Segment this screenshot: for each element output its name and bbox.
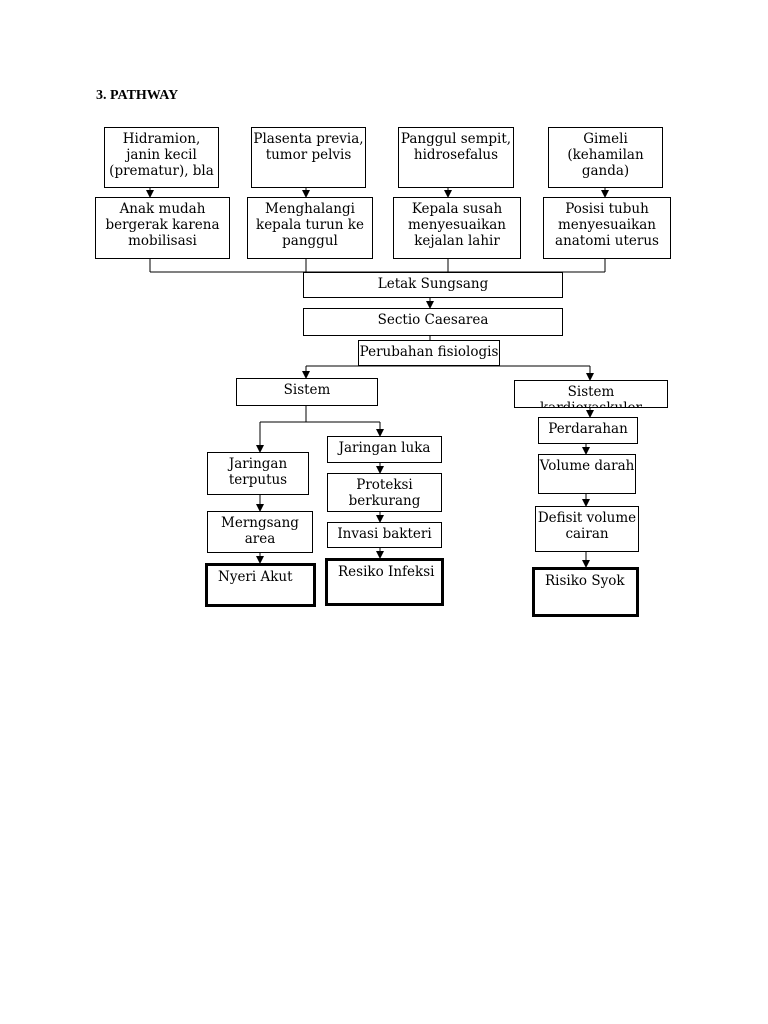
jaringan-terputus-box: Jaringan terputus [207,452,309,495]
effect-box-menghalangi-kepala: Menghalangi kepala turun ke panggul [247,197,373,259]
page-title: 3. PATHWAY [96,88,179,103]
risiko-syok-box: Risiko Syok [532,567,639,617]
perdarahan-box: Perdarahan [538,417,638,444]
defisit-volume-box: Defisit volume cairan [535,506,639,552]
effect-box-posisi-tubuh: Posisi tubuh menyesuaikan anatomi uterus [543,197,671,259]
letak-sungsang-box: Letak Sungsang [303,272,563,298]
perubahan-box: Perubahan fisiologis [358,340,500,366]
cause-box-gimeli: Gimeli (kehamilan ganda) [548,127,663,188]
effect-box-anak-mudah-bergerak: Anak mudah bergerak karena mobilisasi [95,197,230,259]
jaringan-box: Jaringan luka [327,436,442,463]
volume-darah-box: Volume darah [538,454,636,494]
cause-box-plasenta: Plasenta previa, tumor pelvis [251,127,366,188]
proteksi-berkurang-box: Proteksi berkurang [327,473,442,512]
sistem-left-box: Sistem [236,378,378,406]
cause-box-hidramion: Hidramion, janin kecil (prematur), bla [104,127,219,188]
invasi-box: Invasi bakteri [327,522,442,548]
resiko-infeksi-box: Resiko Infeksi [325,558,444,606]
merangsang-area-box: Merngsang area [207,511,313,553]
sectio-caesarea-box: Sectio Caesarea [303,308,563,336]
effect-box-kepala-susah: Kepala susah menyesuaikan kejalan lahir [393,197,521,259]
cause-box-panggul: Panggul sempit, hidrosefalus [398,127,514,188]
sistem-right-box: Sistem kardiovaskuler [514,380,668,408]
nyeri-akut-box: Nyeri Akut [205,563,316,607]
